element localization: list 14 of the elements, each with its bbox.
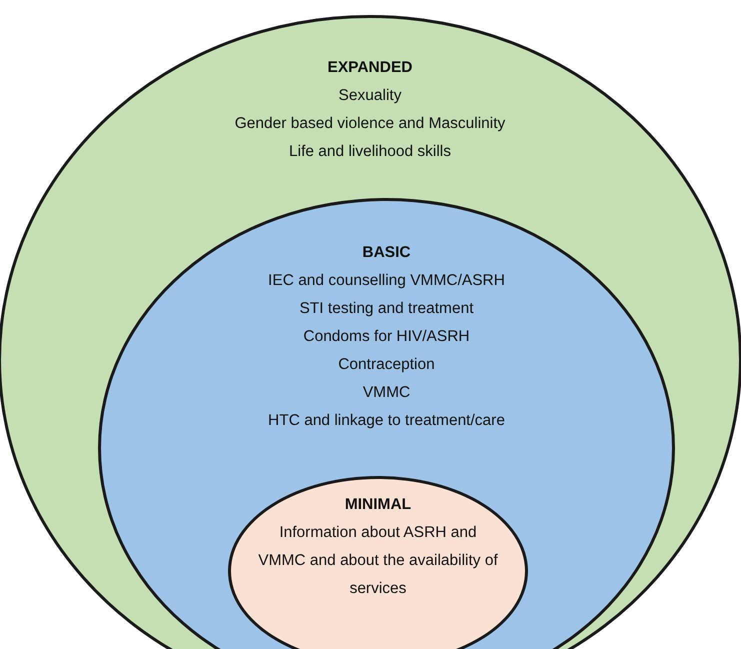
group-heading: BASIC — [362, 243, 411, 263]
service-item: STI testing and treatment — [299, 299, 474, 319]
outer-ellipse — [0, 15, 741, 649]
service-item: Sexuality — [338, 86, 402, 106]
service-item: Contraception — [338, 355, 435, 375]
service-item: IEC and counselling VMMC/ASRH — [268, 271, 505, 291]
service-item: HTC and linkage to treatment/care — [268, 411, 505, 431]
group-heading: EXPANDED — [328, 58, 412, 78]
service-item: Life and livelihood skills — [289, 142, 451, 162]
service-item: Information about ASRH and VMMC and about the availability of services — [258, 523, 498, 599]
service-item: VMMC — [362, 383, 410, 403]
service-item: Gender based violence and Masculinity — [234, 114, 506, 134]
group-heading: MINIMAL — [344, 495, 412, 515]
service-item: Condoms for HIV/ASRH — [303, 327, 470, 347]
